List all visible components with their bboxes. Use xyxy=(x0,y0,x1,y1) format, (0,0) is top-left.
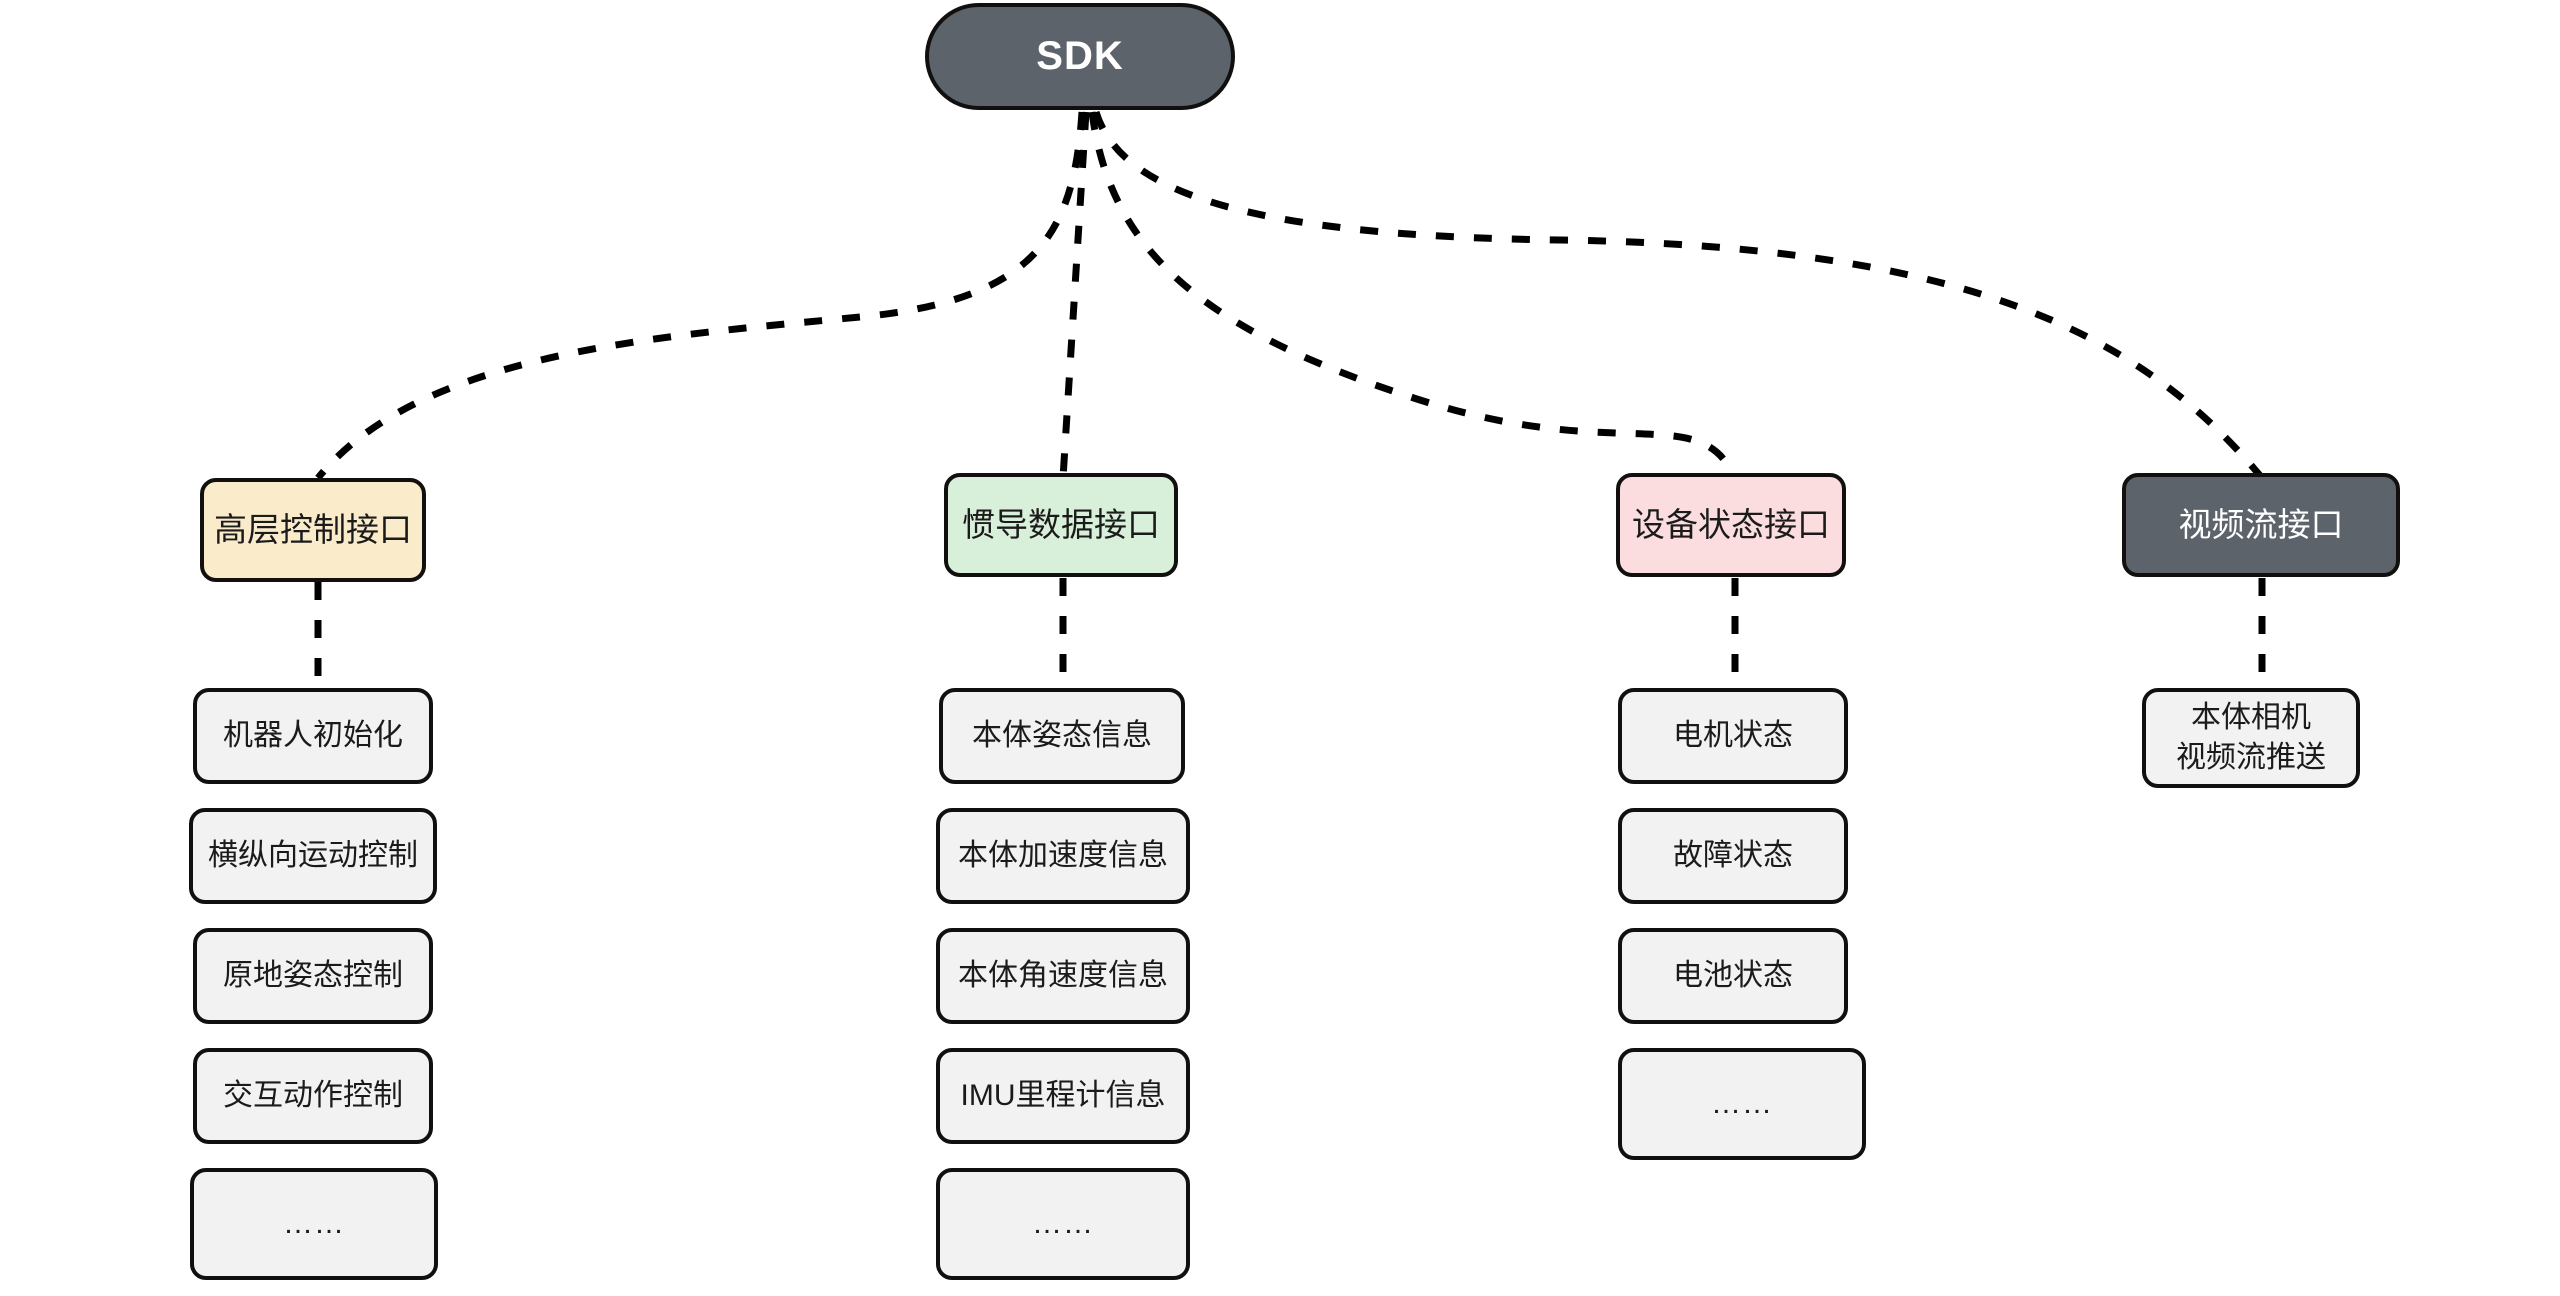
node-category-video-stream[interactable]: 视频流接口 xyxy=(2122,473,2400,577)
node-leaf-body-acceleration-info[interactable]: 本体加速度信息 xyxy=(936,808,1190,904)
node-leaf-more-status[interactable]: …… xyxy=(1618,1048,1866,1160)
node-category-device-status[interactable]: 设备状态接口 xyxy=(1616,473,1846,577)
node-leaf-robot-init[interactable]: 机器人初始化 xyxy=(193,688,433,784)
node-leaf-more-imu[interactable]: …… xyxy=(936,1168,1190,1280)
node-leaf-body-camera-video-stream-push[interactable]: 本体相机 视频流推送 xyxy=(2142,688,2360,788)
node-leaf-in-place-posture-control[interactable]: 原地姿态控制 xyxy=(193,928,433,1024)
node-leaf-interactive-action-control[interactable]: 交互动作控制 xyxy=(193,1048,433,1144)
node-leaf-motor-status[interactable]: 电机状态 xyxy=(1618,688,1848,784)
node-leaf-fault-status[interactable]: 故障状态 xyxy=(1618,808,1848,904)
node-leaf-body-posture-info[interactable]: 本体姿态信息 xyxy=(939,688,1185,784)
node-leaf-imu-odometry-info[interactable]: IMU里程计信息 xyxy=(936,1048,1190,1144)
node-category-high-level-control[interactable]: 高层控制接口 xyxy=(200,478,426,582)
node-leaf-lateral-longitudinal-motion-control[interactable]: 横纵向运动控制 xyxy=(189,808,437,904)
node-leaf-more-control[interactable]: …… xyxy=(190,1168,438,1280)
edge-sdk-to-cat-2 xyxy=(1059,111,1090,479)
node-leaf-body-angular-velocity-info[interactable]: 本体角速度信息 xyxy=(936,928,1190,1024)
node-sdk-root[interactable]: SDK xyxy=(925,3,1235,110)
edge-sdk-to-cat-4 xyxy=(1092,110,2265,481)
node-category-inertial-navigation-data[interactable]: 惯导数据接口 xyxy=(944,473,1178,577)
node-leaf-battery-status[interactable]: 电池状态 xyxy=(1618,928,1848,1024)
edge-sdk-to-cat-3 xyxy=(1088,111,1739,480)
edge-sdk-to-cat-1 xyxy=(315,111,1086,481)
